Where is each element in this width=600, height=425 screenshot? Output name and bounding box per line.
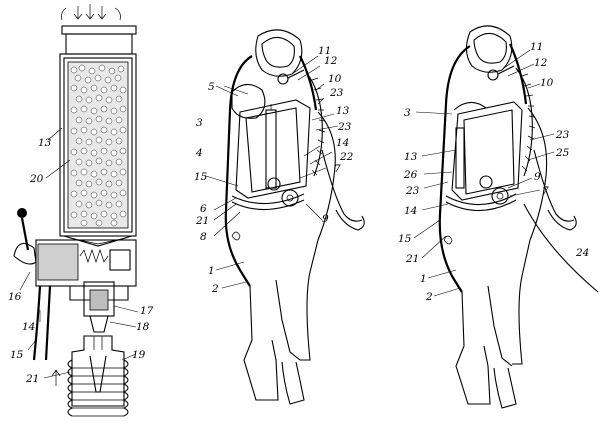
- corrugated-hose: [67, 359, 129, 417]
- label-20: 20: [29, 173, 44, 185]
- label-15: 15: [194, 171, 208, 183]
- label-15: 15: [398, 233, 412, 245]
- label-12: 12: [534, 57, 548, 69]
- label-13: 13: [336, 105, 350, 117]
- label-21: 21: [195, 215, 209, 227]
- label-22: 22: [339, 151, 354, 163]
- label-23: 23: [405, 185, 420, 197]
- label-12: 12: [324, 55, 338, 67]
- canister-illustration: 13 20 16 14 15 17 18 19 21: [8, 4, 154, 417]
- label-7: 7: [542, 185, 549, 197]
- label-13: 13: [404, 151, 418, 163]
- label-24: 24: [575, 247, 589, 259]
- label-8: 8: [200, 231, 207, 243]
- label-26: 26: [403, 169, 418, 181]
- label-11: 11: [530, 41, 543, 53]
- label-17: 17: [140, 305, 154, 317]
- label-1: 1: [420, 273, 427, 285]
- label-14: 14: [22, 321, 35, 333]
- suit-a-illustration: 5 3 4 11 12 10 23 13 23 14 22 7 15 6 21 …: [194, 29, 365, 405]
- label-1: 1: [208, 265, 215, 277]
- label-21: 21: [25, 373, 39, 385]
- label-3: 3: [404, 107, 411, 119]
- label-19: 19: [132, 349, 146, 361]
- label-6: 6: [200, 203, 207, 215]
- label-18: 18: [136, 321, 150, 333]
- label-14: 14: [404, 205, 417, 217]
- label-23-right: 23: [555, 129, 570, 141]
- label-3: 3: [196, 117, 203, 129]
- label-11: 11: [318, 45, 331, 57]
- granules-pattern: [70, 64, 127, 227]
- label-2: 2: [211, 283, 219, 295]
- label-21: 21: [405, 253, 419, 265]
- label-5: 5: [208, 81, 215, 93]
- label-13: 13: [38, 137, 52, 149]
- label-9: 9: [534, 171, 541, 183]
- label-2: 2: [425, 291, 433, 303]
- label-10: 10: [328, 73, 342, 85]
- label-23: 23: [329, 87, 344, 99]
- airflow-arrows: [61, 4, 121, 21]
- label-4: 4: [195, 147, 203, 159]
- suit-b-illustration: 3 11 12 10 13 26 23 14 15 21 23 25 9 7 2…: [398, 25, 599, 409]
- label-16: 16: [8, 291, 22, 303]
- label-10: 10: [540, 77, 554, 89]
- label-23-lower: 23: [337, 121, 352, 133]
- label-25: 25: [555, 147, 570, 159]
- label-9: 9: [322, 213, 329, 225]
- label-15: 15: [10, 349, 24, 361]
- label-7: 7: [334, 163, 341, 175]
- label-14: 14: [336, 137, 349, 149]
